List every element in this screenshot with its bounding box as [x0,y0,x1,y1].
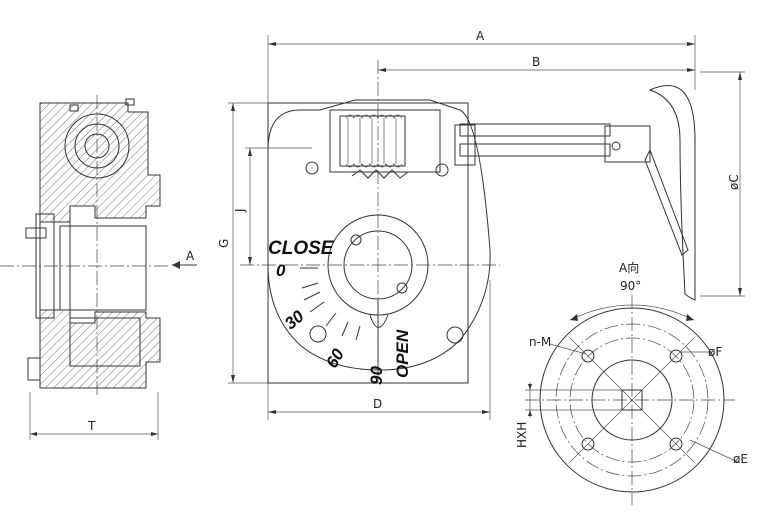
dim-A-label: A [476,29,485,43]
dim-D-label: D [373,397,382,411]
side-section-view [0,95,197,440]
dim-G-label: G [217,239,231,248]
dim-J-label: J [233,208,247,213]
dial-mark-60: 60 [322,345,348,371]
dim-C-label: øC [727,174,741,190]
dial-close-label: CLOSE [268,238,335,259]
dim-HXH-label: HXH [515,422,529,448]
view-arrow-A-label: A [186,249,195,263]
dial-mark-0: 0 [276,261,286,280]
flange-view-title: A向 [619,260,639,275]
dim-B-label: B [532,55,540,69]
dial-mark-90: 90 [367,366,386,385]
dial-mark-30: 30 [281,306,308,333]
dim-nM-label: n-M [529,335,551,349]
dim-T-label: T [87,419,96,433]
flange-view [525,295,741,505]
dim-E-label: øE [733,452,748,466]
dim-F-label: øF [708,345,722,359]
flange-angle-label: 90° [620,279,641,293]
dial-open-label: OPEN [393,329,412,378]
front-view [228,35,745,420]
